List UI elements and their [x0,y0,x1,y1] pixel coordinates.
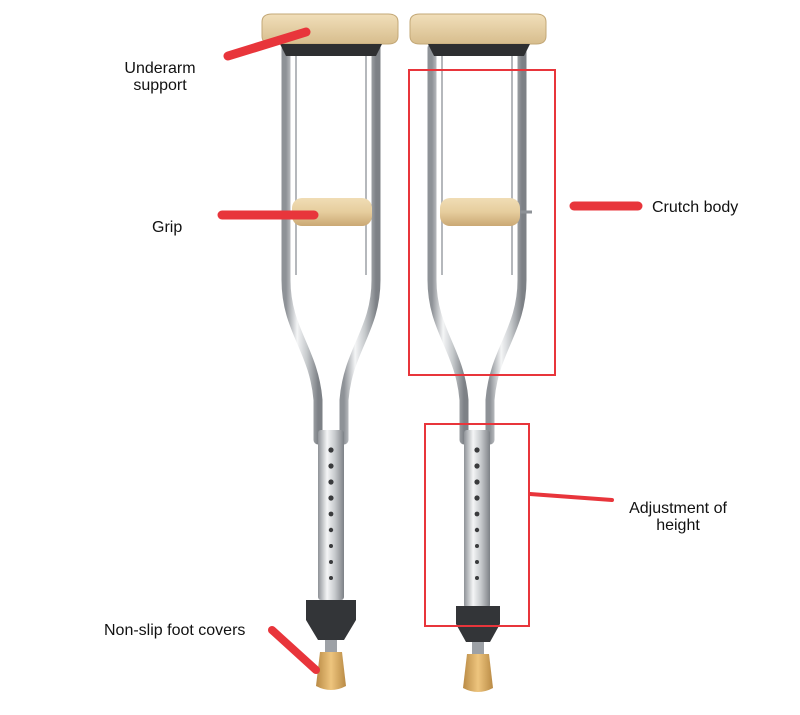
foot-covers-label: Non-slip foot covers [104,622,246,639]
underarm-support-label: Underarm support [112,60,208,94]
left-pad-bracket [280,44,382,56]
crutch-body-label: Crutch body [652,199,739,216]
grip-label: Grip [152,219,183,236]
right-adjust-holes [474,447,480,580]
right-extension-tube [464,430,490,608]
crutch-body-highlight-box [408,69,556,376]
right-crutch-inner-rail [441,55,513,275]
right-crutch-left-rail [427,43,469,445]
right-crutch-right-rail [485,43,527,445]
underarm-support-label-line1: Underarm [124,60,196,77]
right-pad-bracket [428,44,530,56]
foot-callout-line [268,626,320,674]
right-rubber-tip [463,654,493,692]
height-adjustment-label-line1: Adjustment of [629,500,727,517]
underarm-callout-line [223,27,311,61]
left-adjust-holes [328,447,334,580]
left-rubber-tip [316,652,346,690]
left-crutch-left-rail [281,43,323,445]
right-foot-cover [456,606,500,642]
left-crutch [261,13,399,690]
left-foot-cover [306,600,356,640]
underarm-support-label-line2: support [133,77,187,94]
height-callout-line [528,492,614,502]
right-grip-handle [440,198,520,226]
right-crutch [409,13,547,692]
callouts [217,27,643,674]
left-crutch-right-rail [339,43,381,445]
right-foot-stem [472,642,484,654]
left-crutch-inner-rail [295,55,367,275]
left-foot-stem [325,640,337,652]
height-highlight-box [424,423,530,627]
right-underarm-pad [409,13,547,45]
height-adjustment-label-line2: height [656,517,700,534]
height-adjustment-label: Adjustment of height [618,500,738,534]
